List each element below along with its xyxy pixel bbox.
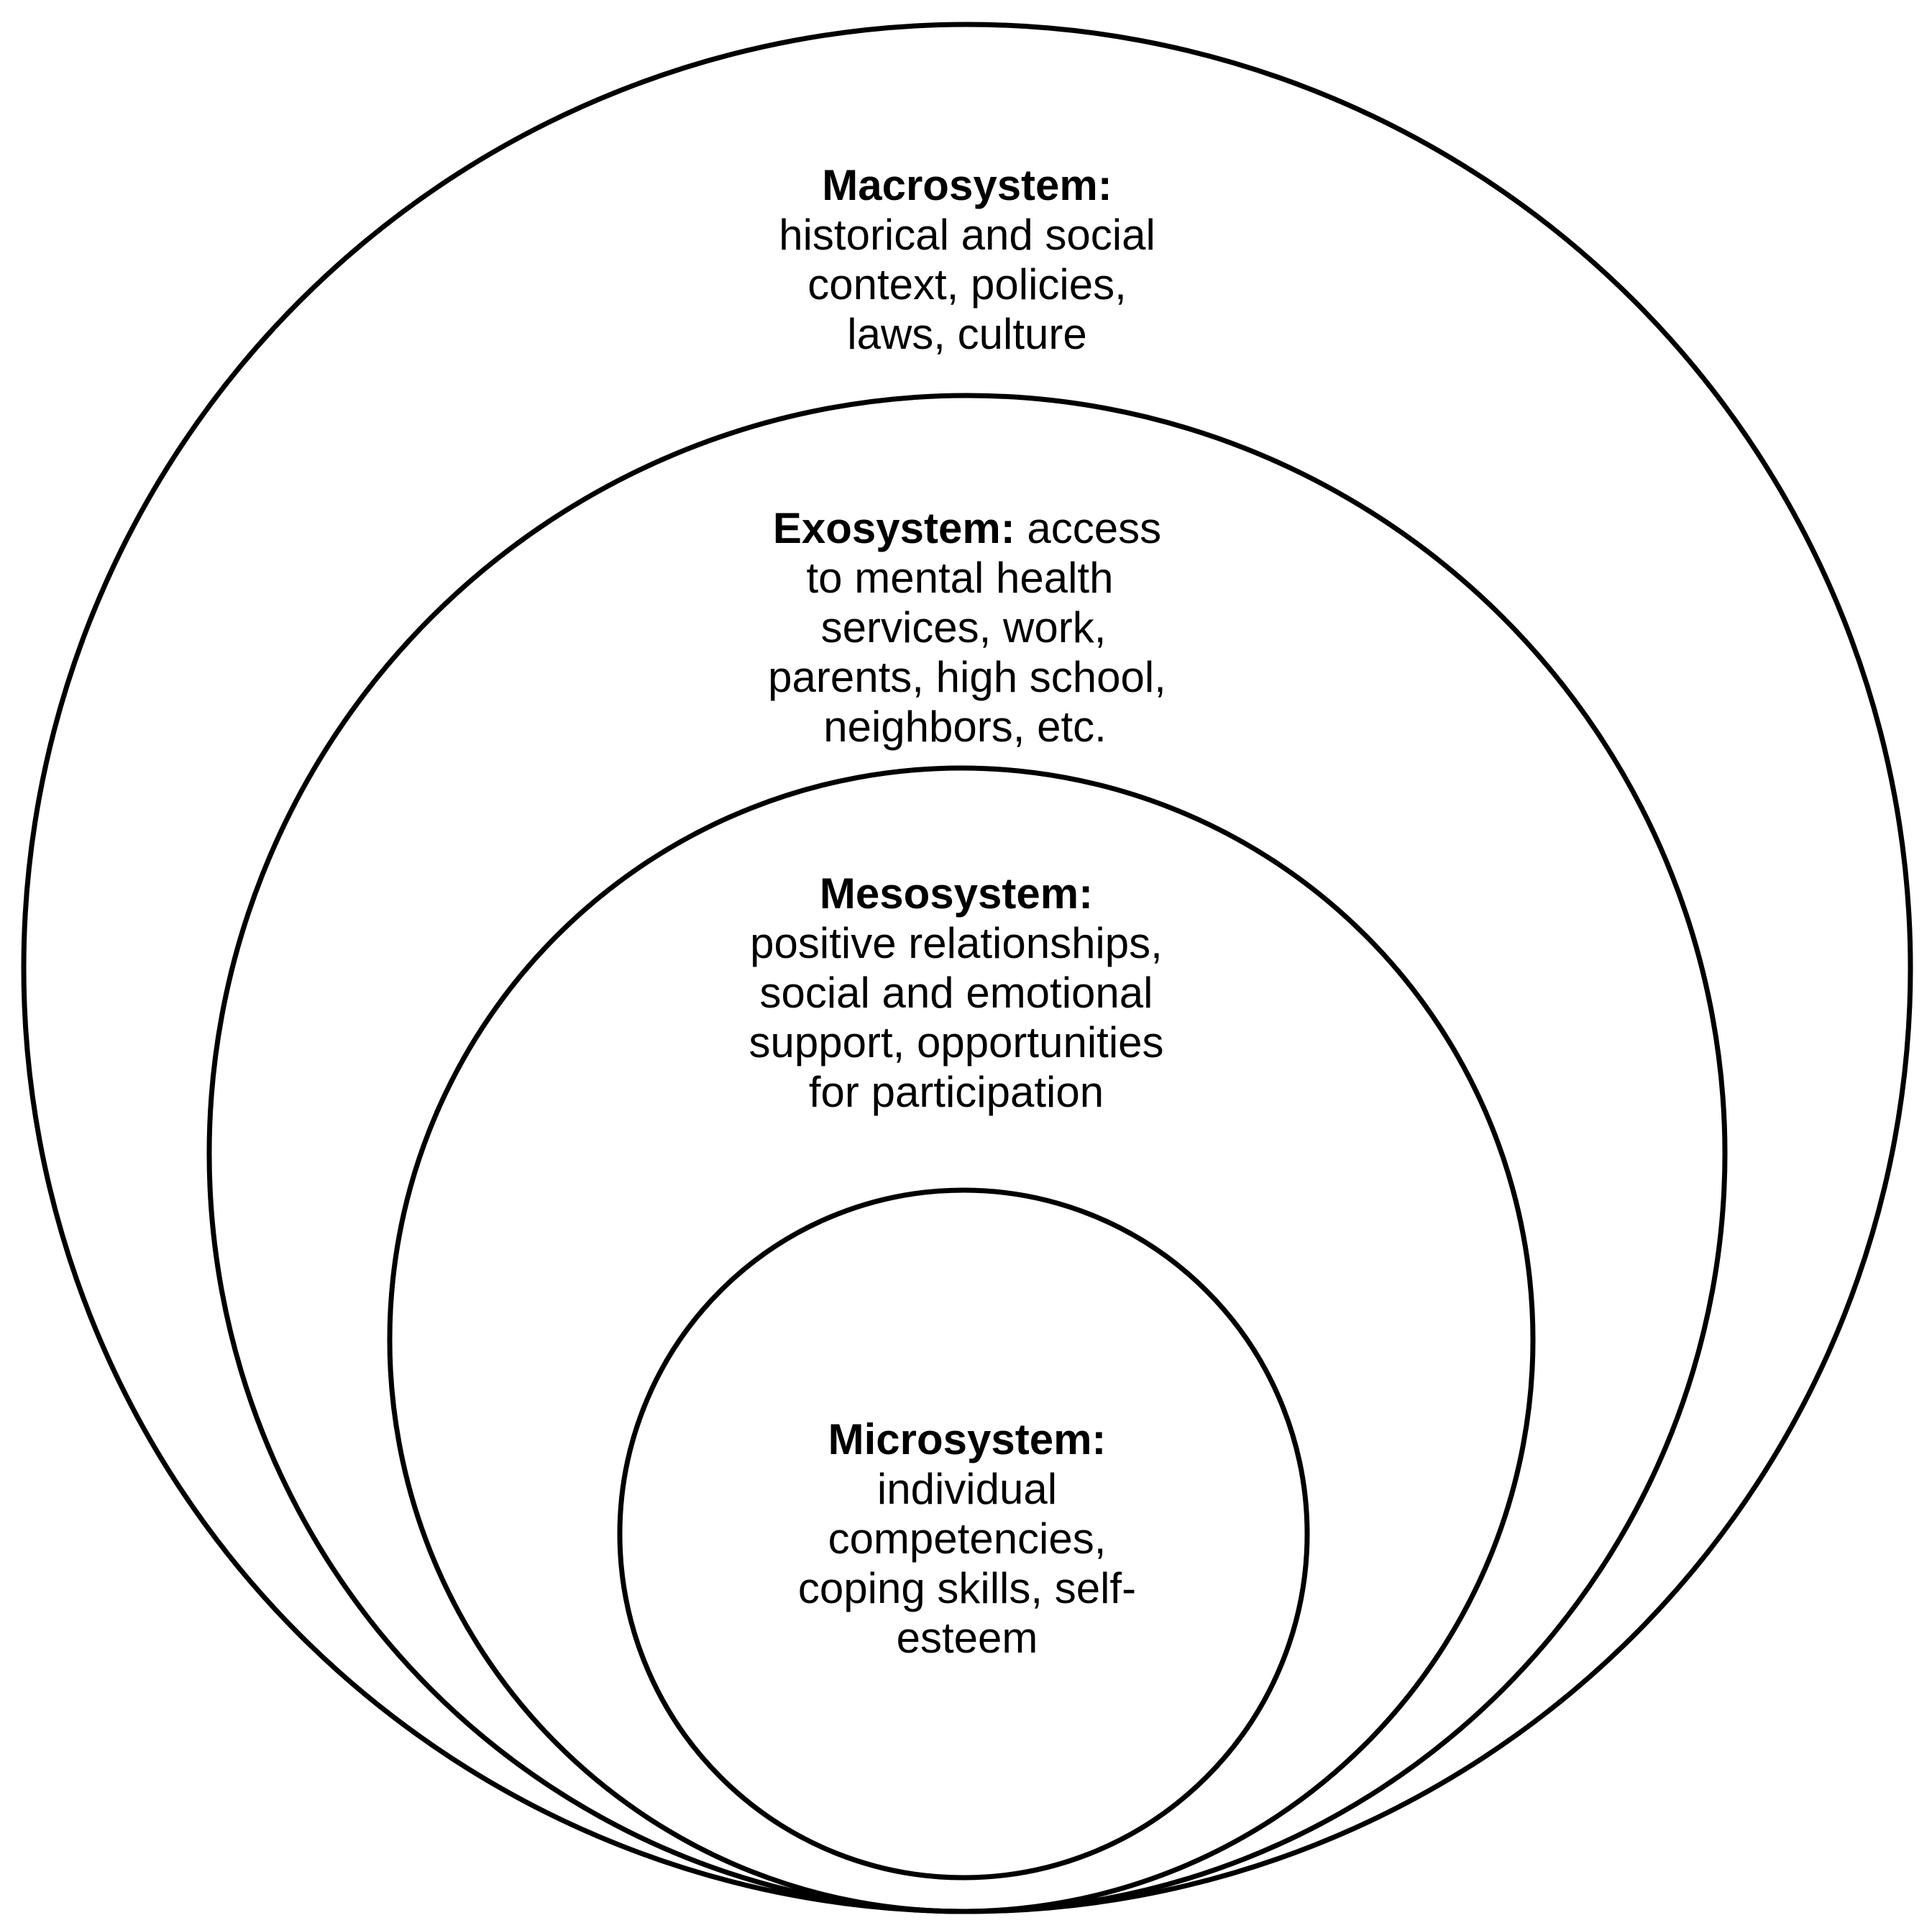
- microsystem-heading: Microsystem:: [828, 1415, 1107, 1463]
- mesosystem-line: support, opportunities: [748, 1018, 1163, 1066]
- microsystem-circle: [617, 1187, 1310, 1881]
- mesosystem-line: for participation: [809, 1068, 1104, 1116]
- exosystem-line: parents, high school,: [768, 653, 1166, 701]
- microsystem-line: individual: [877, 1465, 1057, 1513]
- exosystem-heading-rest: access: [1015, 504, 1161, 552]
- exosystem-heading: Exosystem:: [773, 504, 1015, 552]
- exosystem-line: to mental health: [807, 554, 1114, 602]
- exosystem-first-line: Exosystem: access: [773, 504, 1161, 552]
- macrosystem-heading: Macrosystem:: [822, 161, 1112, 209]
- macrosystem-line: historical and social: [779, 211, 1155, 259]
- macrosystem-line: context, policies,: [807, 260, 1127, 309]
- mesosystem-heading: Mesosystem:: [820, 869, 1093, 918]
- mesosystem-circle: [387, 765, 1536, 1914]
- mesosystem-line: social and emotional: [759, 969, 1153, 1017]
- microsystem-line: coping skills, self-: [798, 1564, 1136, 1612]
- microsystem-line: competencies,: [828, 1514, 1107, 1563]
- macrosystem-label: Macrosystem: historical and social conte…: [779, 161, 1155, 358]
- macrosystem-line: laws, culture: [847, 310, 1086, 358]
- mesosystem-line: positive relationships,: [750, 919, 1163, 967]
- mesosystem-label: Mesosystem: positive relationships, soci…: [748, 869, 1163, 1116]
- exosystem-line: services, work,: [821, 603, 1107, 652]
- exosystem-line: neighbors, etc.: [823, 703, 1107, 751]
- microsystem-line: esteem: [897, 1614, 1038, 1662]
- microsystem-label: Microsystem: individual competencies, co…: [798, 1415, 1136, 1662]
- exosystem-label: Exosystem: access to mental health servi…: [768, 504, 1166, 751]
